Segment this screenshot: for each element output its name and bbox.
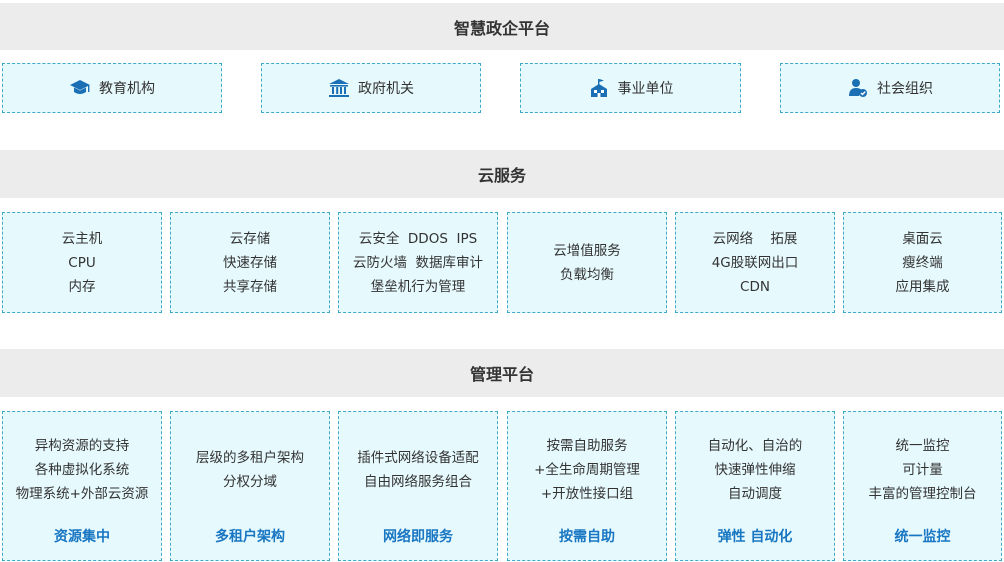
service-line: 云网络 拓展 <box>712 230 798 247</box>
service-line: 云主机 <box>61 230 103 247</box>
mgmt-line: 自由网络服务组合 <box>364 474 472 490</box>
management-title: 管理平台 <box>469 365 534 384</box>
mgmt-card-resource[interactable]: 异构资源的支持 各种虚拟化系统 物理系统+外部云资源 资源集中 <box>2 411 162 561</box>
service-line: 桌面云 <box>902 230 943 247</box>
mgmt-footer-title: 网络即服务 <box>383 529 453 545</box>
mgmt-card-multitenant[interactable]: 层级的多租户架构 分权分域 多租户架构 <box>170 411 330 561</box>
mgmt-card-network[interactable]: 插件式网络设备适配 自由网络服务组合 网络即服务 <box>338 411 498 561</box>
mgmt-line: +开放性接口组 <box>540 486 634 502</box>
service-line: 4G股联网出口 <box>711 254 799 271</box>
mgmt-line: 丰富的管理控制台 <box>868 486 977 502</box>
service-line: 负载均衡 <box>560 266 614 283</box>
user-group-icon <box>847 77 869 99</box>
mgmt-line: 异构资源的支持 <box>34 438 130 454</box>
mgmt-footer-title: 资源集中 <box>54 529 110 545</box>
category-institution[interactable]: 事业单位 <box>520 63 741 113</box>
mgmt-line: +全生命周期管理 <box>534 462 640 478</box>
service-card-value-added[interactable]: 云增值服务 负载均衡 <box>507 212 667 313</box>
mgmt-line: 自动调度 <box>728 486 782 502</box>
service-card-storage[interactable]: 云存储 快速存储 共享存储 <box>170 212 330 313</box>
management-header: 管理平台 <box>0 349 1004 397</box>
category-label: 教育机构 <box>99 81 155 97</box>
mgmt-footer-title: 弹性 自动化 <box>717 529 793 545</box>
service-line: CDN <box>740 278 770 295</box>
cloud-services-header: 云服务 <box>0 150 1004 198</box>
mgmt-card-elastic[interactable]: 自动化、自治的 快速弹性伸缩 自动调度 弹性 自动化 <box>675 411 835 561</box>
cloud-services-title: 云服务 <box>477 166 526 185</box>
category-education[interactable]: 教育机构 <box>2 63 222 113</box>
service-line: 应用集成 <box>895 278 950 295</box>
service-card-compute[interactable]: 云主机 CPU 内存 <box>2 212 162 313</box>
mgmt-line: 自动化、自治的 <box>707 438 803 454</box>
service-line: 云安全 DDOS IPS <box>358 230 478 247</box>
mgmt-line: 统一监控 <box>895 438 950 454</box>
platform-header: 智慧政企平台 <box>0 3 1004 50</box>
graduation-cap-icon <box>69 77 91 99</box>
service-line: 内存 <box>68 278 96 295</box>
service-line: 快速存储 <box>223 254 277 271</box>
mgmt-line: 各种虚拟化系统 <box>34 462 130 478</box>
mgmt-line: 可计量 <box>902 462 943 478</box>
mgmt-line: 按需自助服务 <box>546 438 628 454</box>
mgmt-line: 插件式网络设备适配 <box>357 450 479 466</box>
mgmt-footer-title: 按需自助 <box>559 529 615 545</box>
category-social-org[interactable]: 社会组织 <box>780 63 1000 113</box>
service-line: 共享存储 <box>223 278 277 295</box>
service-card-security[interactable]: 云安全 DDOS IPS 云防火墙 数据库审计 堡垒机行为管理 <box>338 212 498 313</box>
category-government[interactable]: 政府机关 <box>261 63 481 113</box>
category-label: 事业单位 <box>617 81 674 97</box>
service-line: 瘦终端 <box>902 254 943 271</box>
service-line: 云防火墙 数据库审计 <box>352 254 484 271</box>
mgmt-footer-title: 多租户架构 <box>215 529 285 545</box>
mgmt-line: 层级的多租户架构 <box>196 450 304 466</box>
service-card-desktop[interactable]: 桌面云 瘦终端 应用集成 <box>843 212 1002 313</box>
mgmt-card-monitoring[interactable]: 统一监控 可计量 丰富的管理控制台 统一监控 <box>843 411 1002 561</box>
institution-building-icon <box>588 77 610 99</box>
category-label: 社会组织 <box>877 81 933 97</box>
mgmt-line: 快速弹性伸缩 <box>714 462 796 478</box>
mgmt-line: 分权分域 <box>223 474 277 490</box>
platform-title: 智慧政企平台 <box>453 18 550 38</box>
government-building-icon <box>328 77 350 99</box>
service-line: 堡垒机行为管理 <box>370 278 466 295</box>
service-card-network[interactable]: 云网络 拓展 4G股联网出口 CDN <box>675 212 835 313</box>
service-line: CPU <box>68 254 96 271</box>
mgmt-card-self-service[interactable]: 按需自助服务 +全生命周期管理 +开放性接口组 按需自助 <box>507 411 667 561</box>
mgmt-footer-title: 统一监控 <box>894 529 951 545</box>
mgmt-line: 物理系统+外部云资源 <box>15 486 149 502</box>
service-line: 云存储 <box>229 230 271 247</box>
service-line: 云增值服务 <box>553 242 621 259</box>
category-label: 政府机关 <box>358 81 414 97</box>
